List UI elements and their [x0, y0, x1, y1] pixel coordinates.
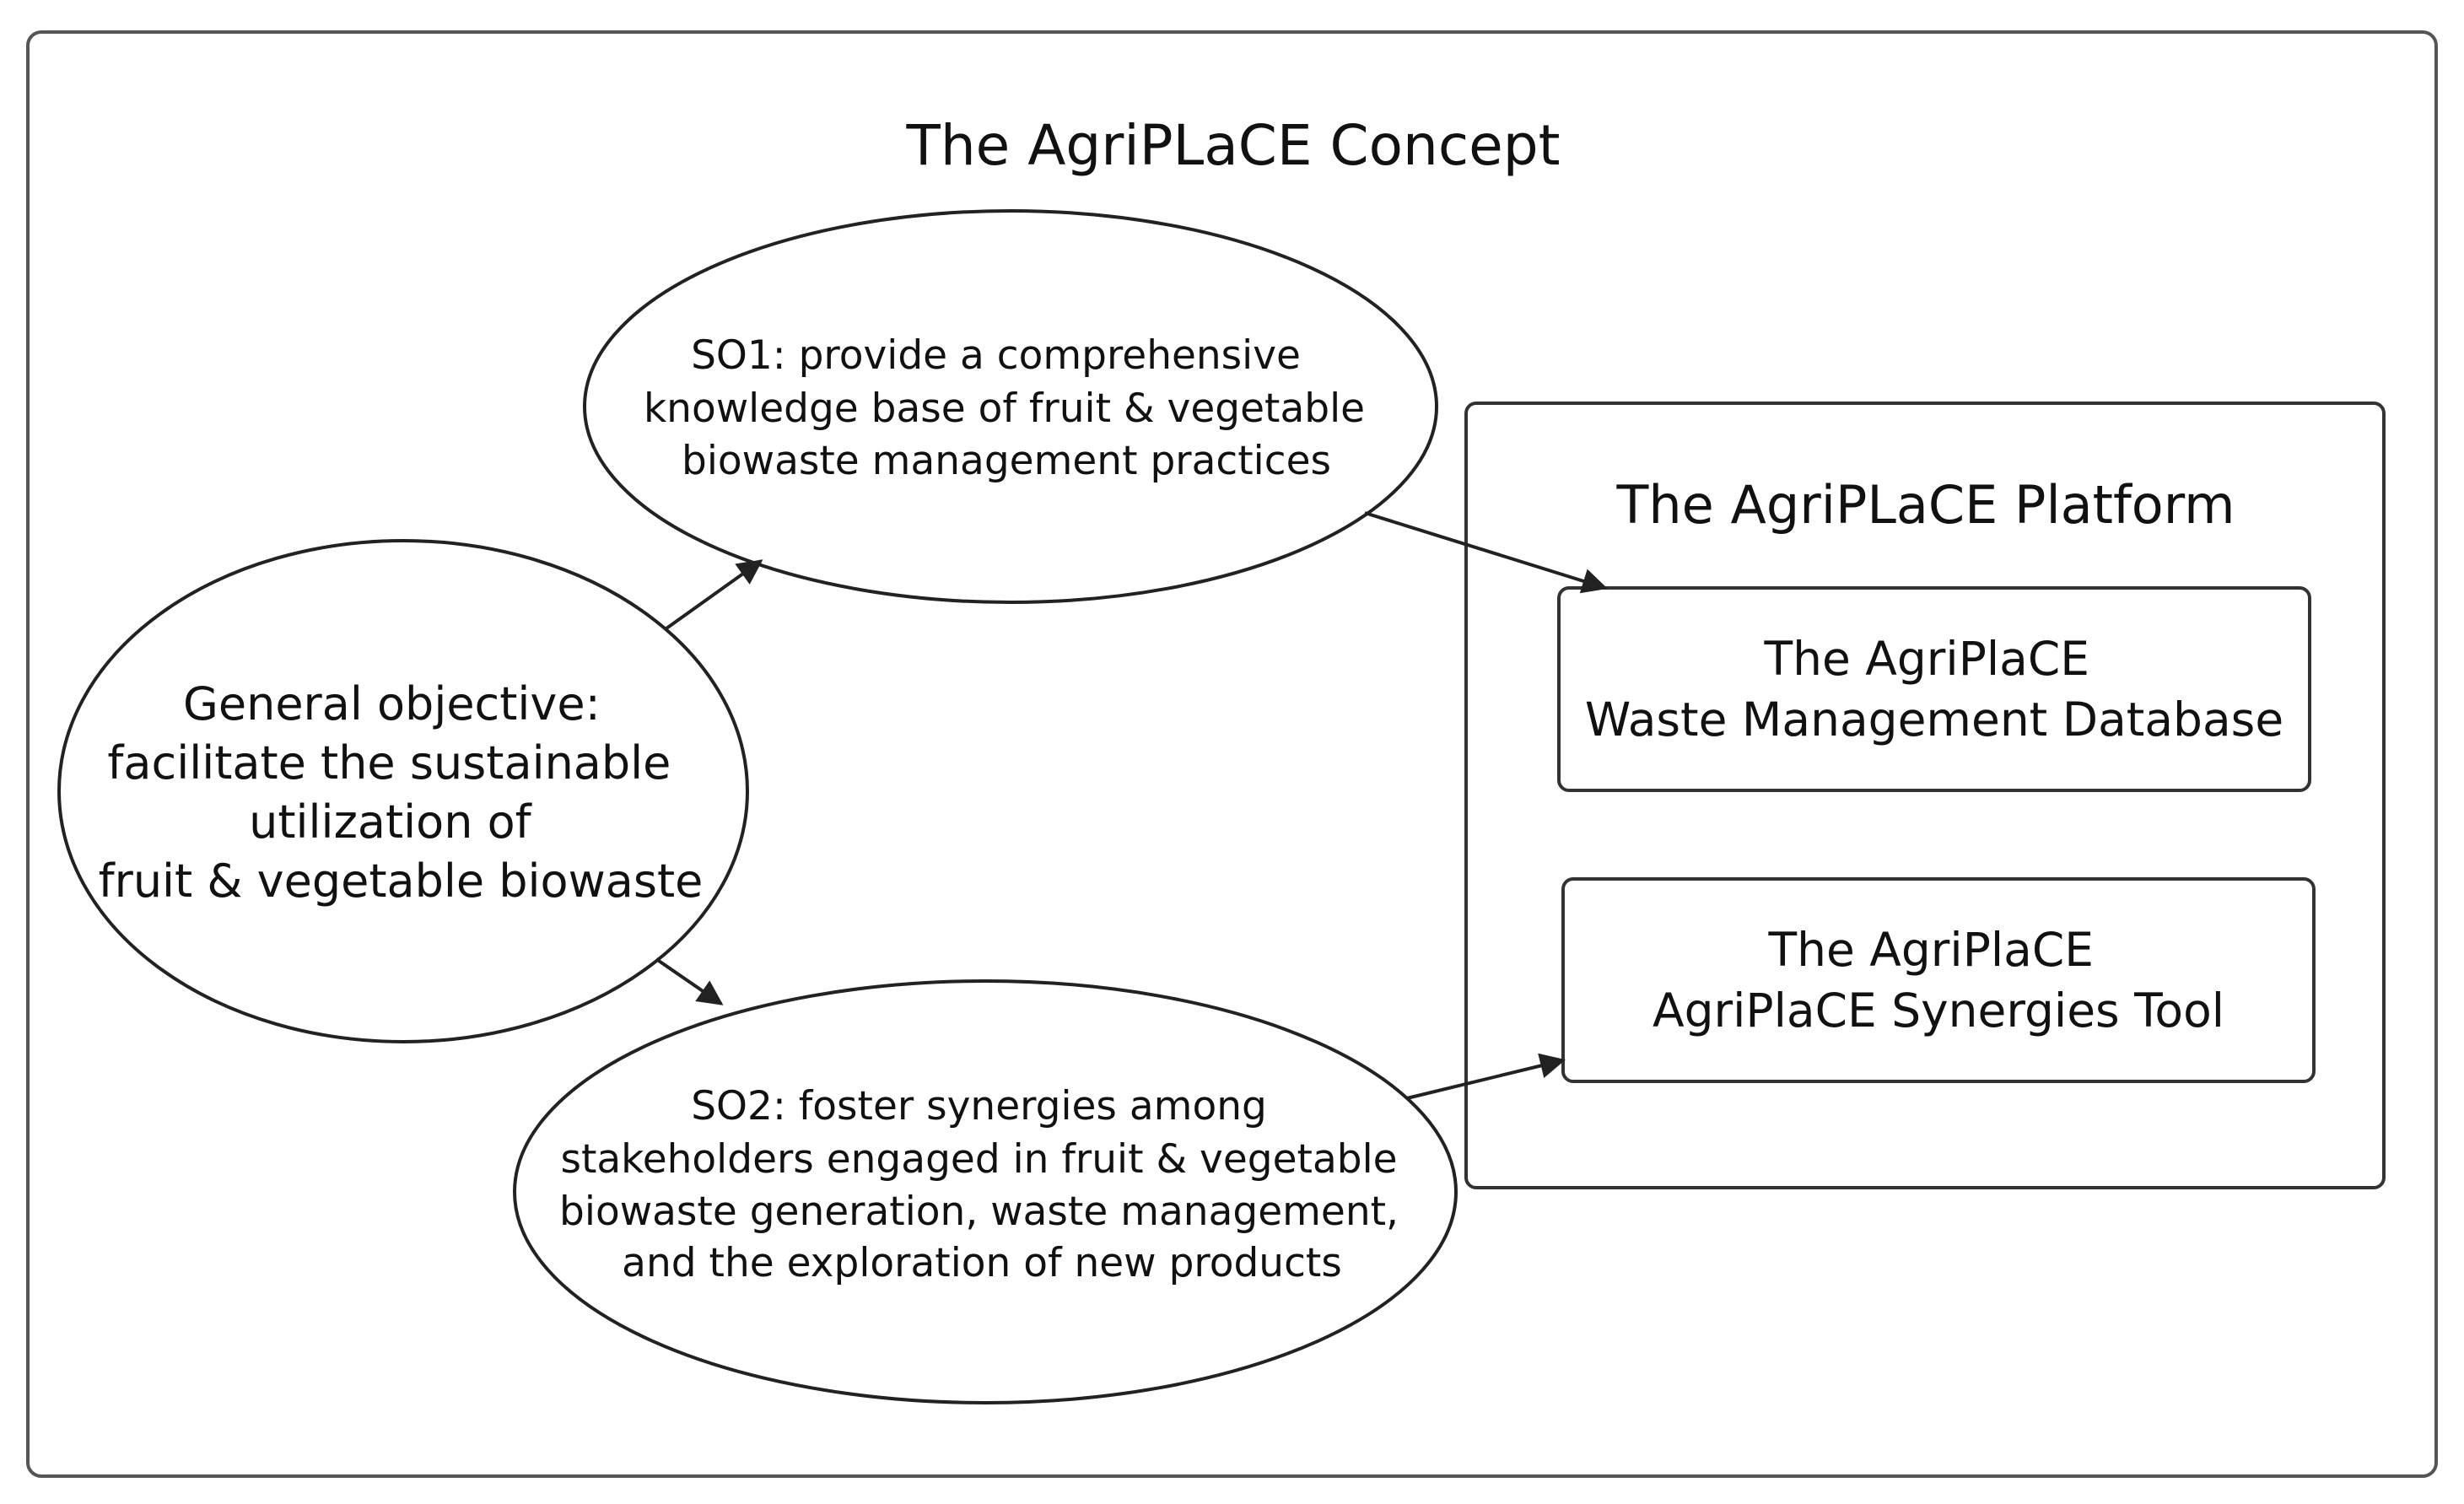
- so2-label: SO2: foster synergies among stakeholders…: [559, 1083, 1411, 1286]
- general-objective-label-line-3: utilization of: [249, 795, 532, 849]
- database-label-line-1: The AgriPlaCE: [1764, 632, 2090, 686]
- synergies-tool-label-line-2: AgriPlaCE Synergies Tool: [1653, 984, 2224, 1038]
- arrow-so2-to-synergies: [1406, 1053, 1566, 1100]
- database-label-line-2: Waste Management Database: [1585, 693, 2283, 747]
- synergies-tool-label-line-1: The AgriPlaCE: [1768, 923, 2095, 977]
- so2-ellipse: [513, 979, 1458, 1404]
- arrow-general-to-so1: [665, 559, 763, 630]
- platform-container: [1464, 402, 2386, 1189]
- arrow-general-to-so2: [655, 957, 724, 1005]
- database-box: [1557, 586, 2311, 792]
- so1-label-line-1: SO1: provide a comprehensive: [691, 332, 1301, 379]
- general-objective-label-line-2: facilitate the sustainable: [107, 736, 671, 790]
- so1-ellipse: [583, 209, 1438, 604]
- diagram-title: The AgriPLaCE Concept: [906, 113, 1561, 178]
- synergies-tool-label: The AgriPlaCE AgriPlaCE Synergies Tool: [1653, 923, 2224, 1038]
- so1-label-line-2: knowledge base of fruit & vegetable: [644, 385, 1365, 432]
- general-objective-ellipse: [57, 539, 749, 1043]
- arrow-so1-to-database: [1364, 511, 1608, 594]
- so1-label: SO1: provide a comprehensive knowledge b…: [644, 332, 1378, 484]
- synergies-tool-box: [1561, 877, 2316, 1083]
- database-label: The AgriPlaCE Waste Management Database: [1585, 632, 2283, 747]
- platform-title: The AgriPLaCE Platform: [1615, 474, 2235, 536]
- so2-label-line-2: stakeholders engaged in fruit & vegetabl…: [560, 1136, 1397, 1183]
- general-objective-label-line-4: fruit & vegetable biowaste: [99, 854, 704, 908]
- so2-label-line-1: SO2: foster synergies among: [691, 1083, 1267, 1129]
- general-objective-label-line-1: General objective:: [183, 677, 601, 730]
- so2-label-line-3: biowaste generation, waste management,: [559, 1189, 1399, 1235]
- general-objective-label: General objective: facilitate the sustai…: [99, 677, 704, 908]
- so1-label-line-3: biowaste management practices: [682, 438, 1331, 484]
- so2-label-line-4: and the exploration of new products: [622, 1240, 1342, 1286]
